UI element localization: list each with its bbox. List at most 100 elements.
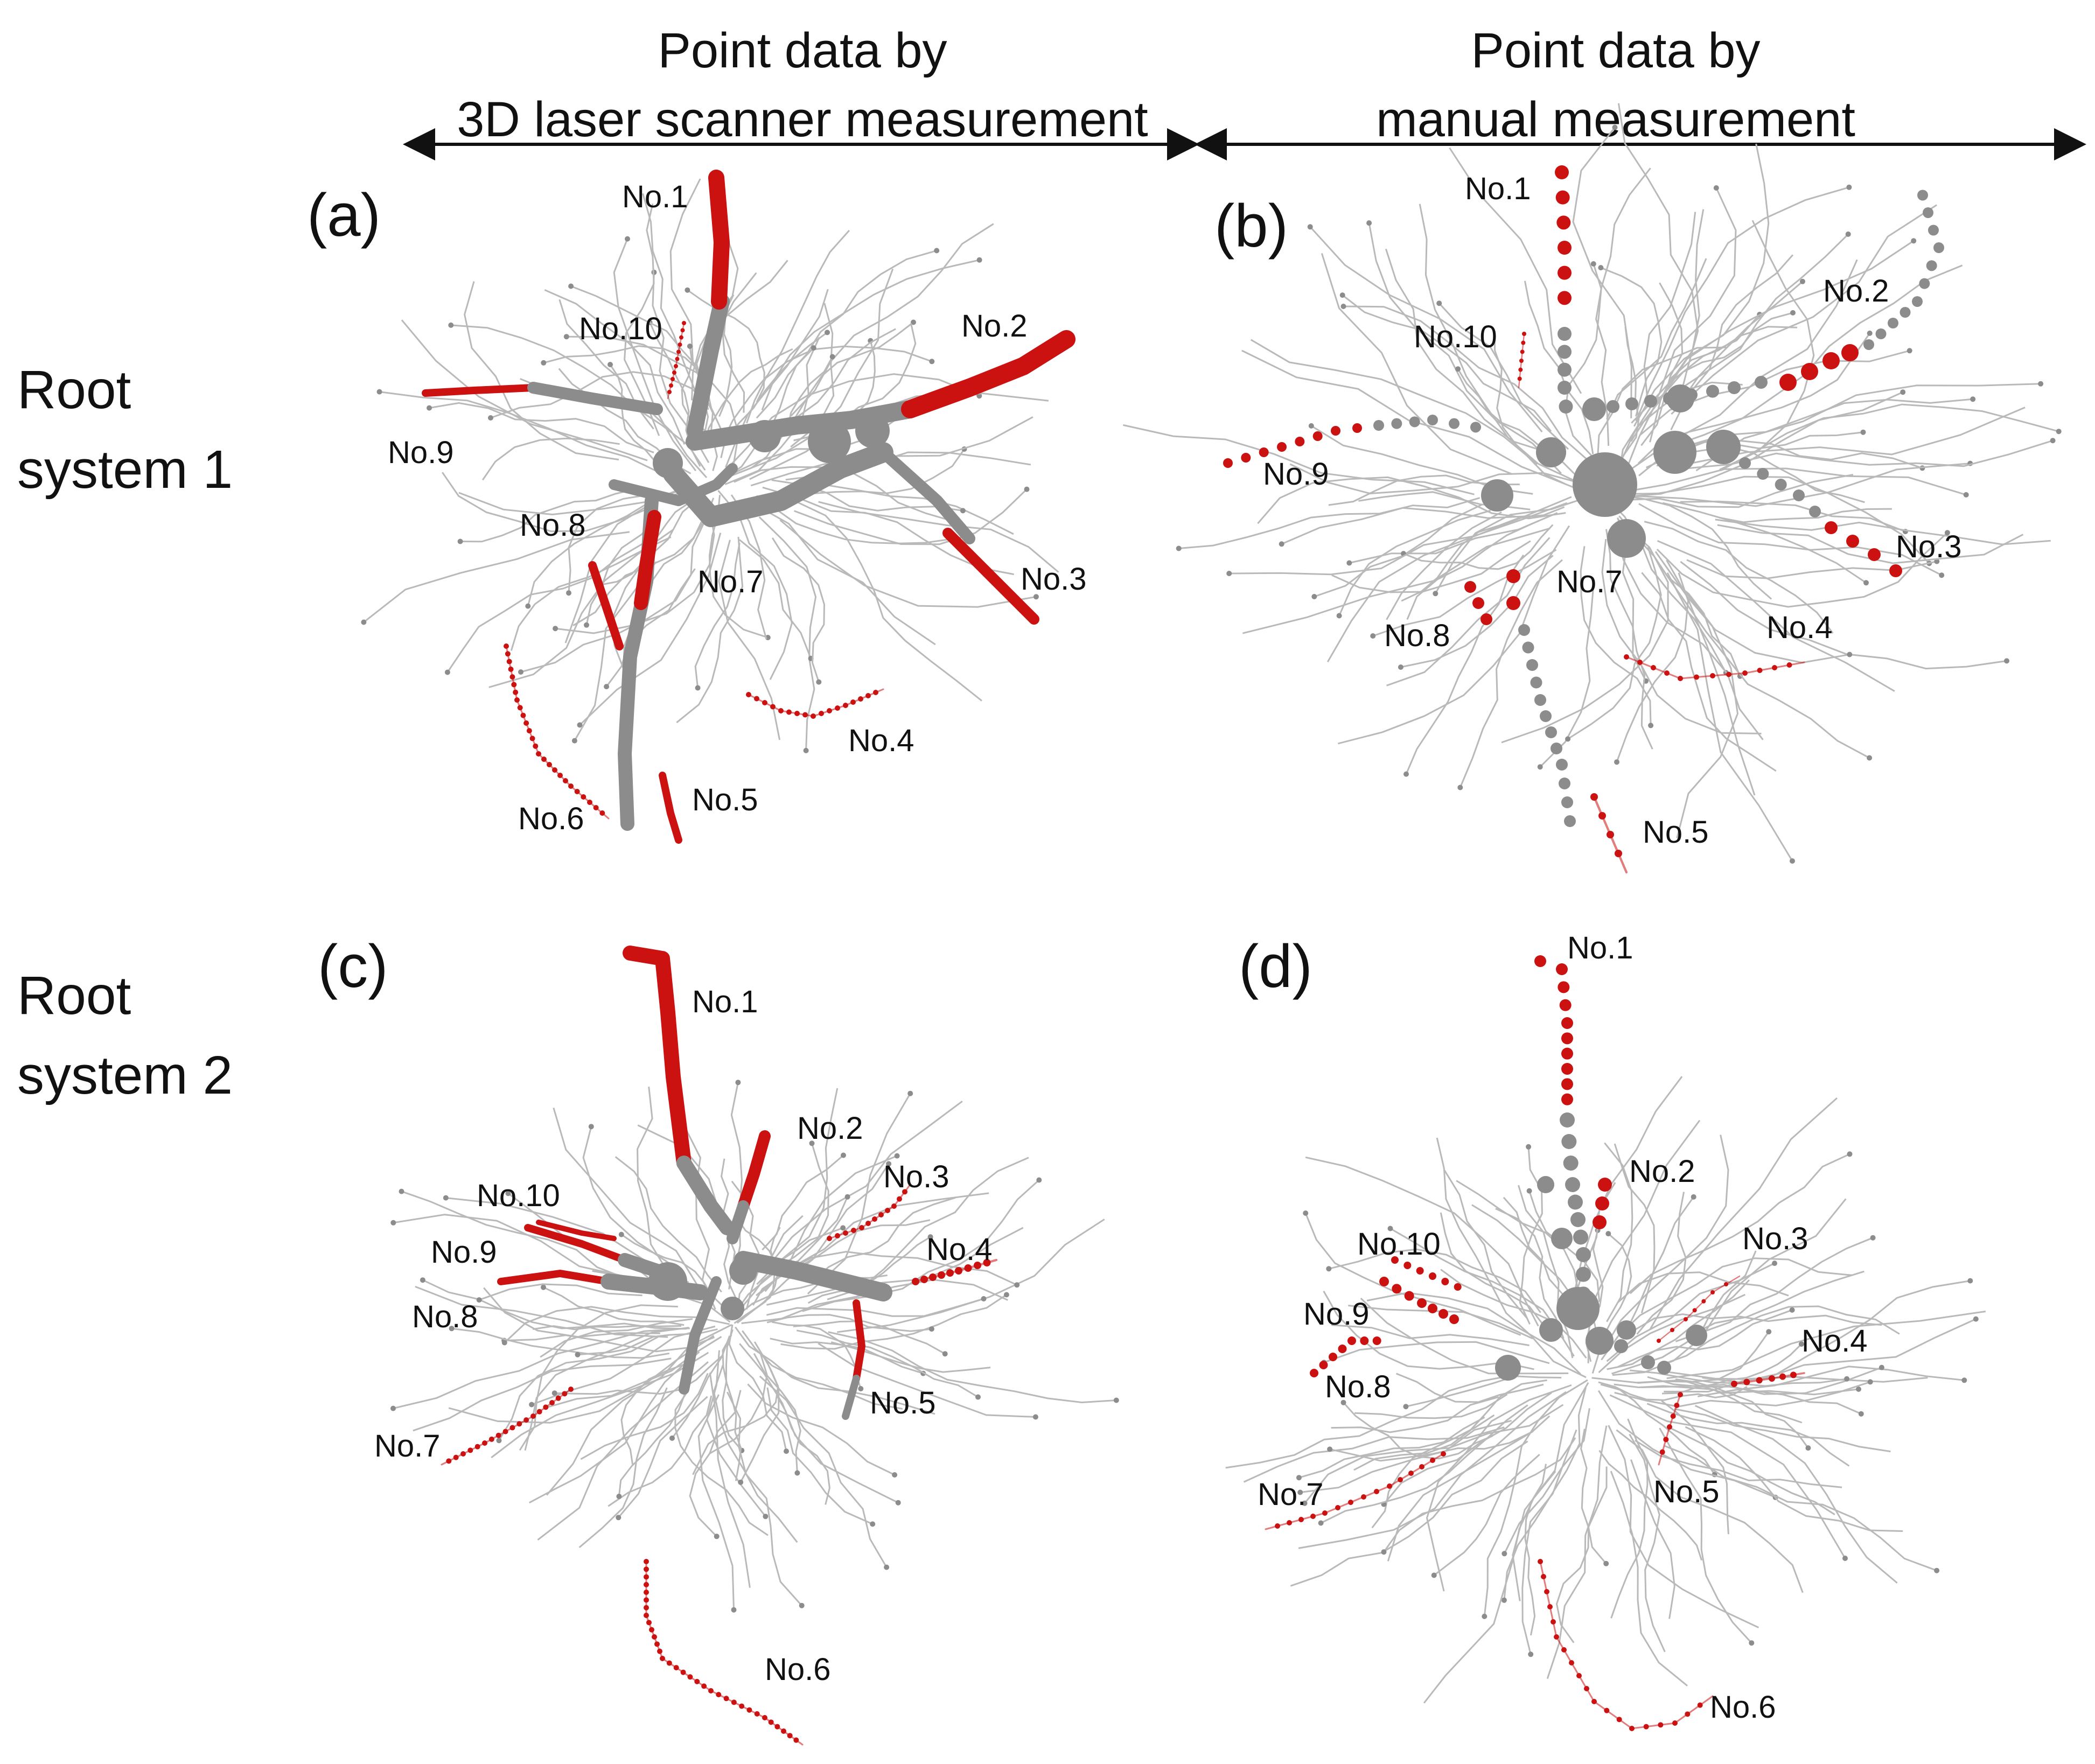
fine-root — [1433, 1454, 1540, 1576]
root-trunk-1-b-bead — [1559, 400, 1573, 414]
root-label-no2: No.2 — [1629, 1154, 1695, 1189]
fine-root — [429, 402, 654, 453]
root-no4-a-point — [811, 713, 816, 719]
root-no3-c-point — [872, 1216, 877, 1222]
fine-root — [1630, 326, 1798, 442]
root-no10-a-point — [674, 364, 678, 368]
root-trunk-2b-b-bead — [1875, 328, 1887, 339]
root-no8-b-bead — [1464, 581, 1476, 593]
root-trunk-9-b-bead — [1449, 418, 1459, 429]
root-label-no7: No.7 — [1556, 564, 1623, 599]
fine-root — [1241, 349, 1579, 491]
fine-root — [1343, 305, 1591, 463]
root-label-no10: No.10 — [579, 311, 662, 346]
fine-root — [1323, 1290, 1534, 1370]
fine-root — [1633, 143, 1770, 427]
root-label-no6: No.6 — [1710, 1690, 1776, 1725]
fine-root — [759, 1375, 888, 1568]
fine-root-tip — [1032, 1414, 1038, 1420]
fine-root-tip — [1648, 723, 1654, 729]
root-no3-d-point — [1692, 1308, 1697, 1313]
fine-root — [532, 1325, 682, 1331]
fine-root — [1524, 1464, 1547, 1636]
root-no2-d-bead — [1598, 1178, 1612, 1192]
root-trunk-1-c — [676, 1156, 735, 1235]
fine-root-tip — [1856, 1386, 1861, 1392]
root-no6-c-point — [666, 1660, 672, 1666]
fine-root — [823, 484, 1014, 535]
fine-root — [1598, 1450, 1703, 1561]
root-label-no10: No.10 — [477, 1178, 560, 1213]
root-trunk-5-b-bead — [1561, 796, 1573, 808]
root-no4-d-point — [1790, 1371, 1797, 1378]
root-label-no7: No.7 — [1258, 1477, 1324, 1512]
fine-root — [580, 1373, 709, 1460]
panel-letter-b: (b) — [1214, 192, 1288, 260]
fine-root-tip — [607, 362, 613, 367]
root-no9-b-bead — [1295, 437, 1305, 446]
root-no10-c — [536, 1220, 617, 1241]
root-trunk-5-b-bead — [1559, 778, 1570, 789]
root-no6-a — [504, 643, 610, 820]
root-no3-b-bead — [1846, 535, 1859, 548]
root-no10-b-point — [1521, 340, 1526, 345]
root-label-no5: No.5 — [692, 782, 758, 817]
fine-root-tip — [1844, 1376, 1850, 1382]
fine-root — [1338, 525, 1570, 745]
fine-root — [1622, 1196, 1694, 1338]
root-no6-a-point — [520, 712, 526, 718]
root-no8-d-bead — [1319, 1361, 1328, 1369]
root-no6-c-point — [644, 1566, 649, 1572]
fine-root-tip — [1433, 591, 1438, 597]
root-trunk-5-b-bead — [1545, 726, 1557, 738]
fine-root — [1645, 398, 1973, 468]
fine-root — [1580, 1429, 1607, 1564]
fine-root-tip — [1590, 261, 1596, 267]
fine-root — [1372, 549, 1557, 637]
node-sphere — [1481, 479, 1513, 512]
root-trunk-1-b-bead — [1558, 345, 1572, 359]
root-no4-d-point — [1743, 1378, 1750, 1385]
root-no4-b-point — [1786, 662, 1792, 668]
fine-root — [706, 1350, 766, 1517]
fine-root-tip — [1526, 1144, 1532, 1150]
fine-root — [756, 495, 952, 544]
root-no6-c-point — [701, 1683, 707, 1689]
root-no4-a-point — [827, 708, 832, 713]
fine-root — [753, 1353, 801, 1473]
fine-root — [491, 1352, 709, 1459]
fine-root-tip — [1370, 633, 1376, 639]
root-label-no1: No.1 — [1465, 171, 1531, 206]
fine-root-tip — [892, 1472, 898, 1478]
fine-root-tip — [669, 1435, 675, 1441]
fine-root — [1605, 467, 1967, 496]
root-trunk-2b-b-bead — [1912, 296, 1923, 307]
fine-root — [1305, 1156, 1539, 1327]
root-trunk-4-d-bead — [1657, 1361, 1671, 1375]
root-no4-b-point — [1772, 665, 1777, 670]
fine-root — [1605, 529, 1653, 750]
fine-root — [1680, 561, 2007, 670]
fine-root-tip — [1870, 1235, 1876, 1241]
root-trunk-1-d-bead — [1563, 1156, 1579, 1171]
fine-root-tip — [1226, 571, 1232, 576]
root-label-no3: No.3 — [1896, 529, 1962, 564]
fine-root — [1666, 559, 1850, 664]
fine-root-tip — [1327, 1446, 1333, 1452]
fine-root-tip — [1398, 664, 1403, 670]
root-no1-b-bead — [1558, 265, 1572, 280]
fine-root — [689, 1390, 742, 1537]
fine-root-tip — [1863, 580, 1869, 586]
root-label-no9: No.9 — [1303, 1297, 1370, 1332]
root-no7-d-point — [1419, 1464, 1424, 1469]
fine-root-tip — [942, 1351, 948, 1357]
row-2-line-1: Root — [17, 965, 131, 1026]
fine-root — [709, 1373, 751, 1588]
fine-root-tip — [1014, 1282, 1020, 1288]
node-sphere — [1539, 1318, 1563, 1342]
fine-root — [451, 324, 706, 471]
fine-root-tip — [894, 1153, 900, 1159]
root-no1-d-bead — [1561, 1032, 1573, 1045]
fine-root-tip — [1790, 858, 1795, 864]
